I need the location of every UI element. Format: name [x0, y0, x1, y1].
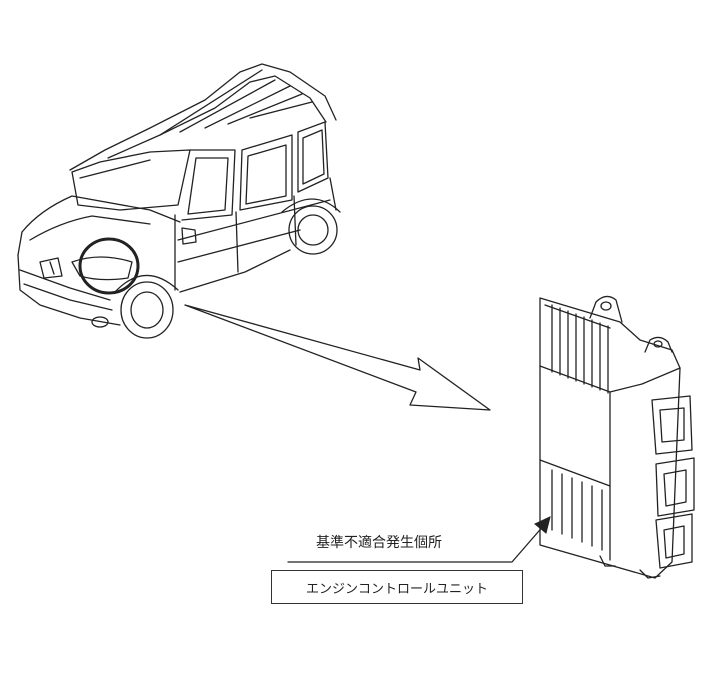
circle-marker-icon	[78, 237, 140, 295]
van-illustration	[17, 63, 341, 339]
component-name-box: エンジンコントロールユニット	[271, 570, 523, 604]
leader-arrowhead-icon	[534, 516, 551, 534]
ecu-illustration	[539, 295, 695, 579]
arrow-icon	[184, 304, 491, 411]
leader-line	[287, 523, 546, 563]
defect-location-caption: 基準不適合発生個所	[316, 535, 442, 551]
component-name-label: エンジンコントロールユニット	[305, 581, 488, 597]
